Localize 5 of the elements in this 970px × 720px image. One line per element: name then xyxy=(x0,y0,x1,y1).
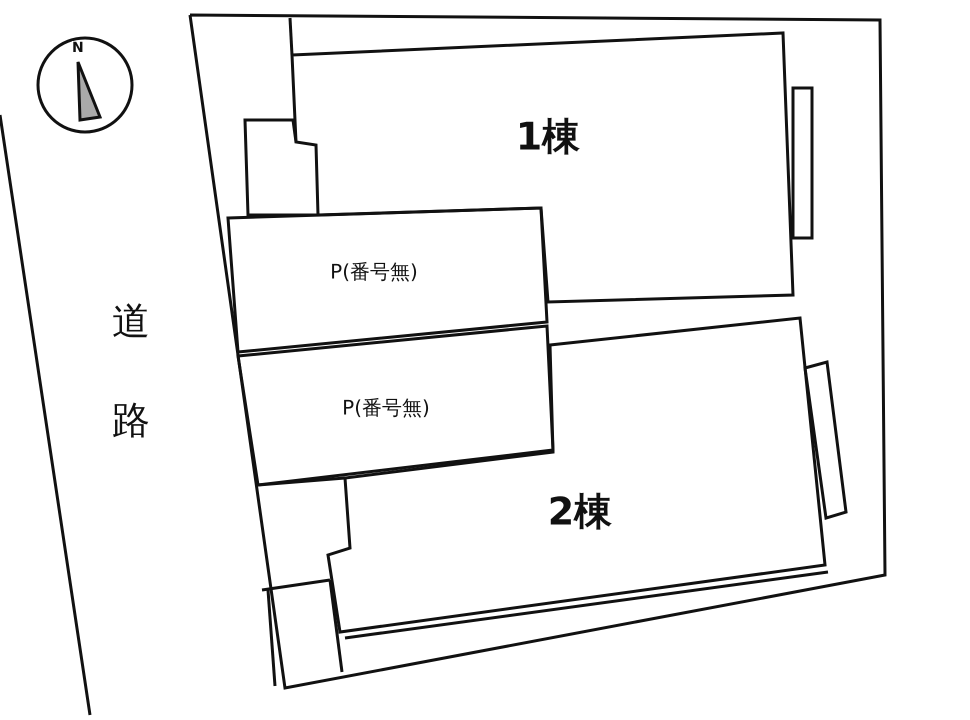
parking-label: P(番号無) xyxy=(342,394,430,422)
building-label: 2棟 xyxy=(548,488,612,536)
parking-label: P(番号無) xyxy=(330,258,418,286)
road-label: 道路 xyxy=(112,298,150,444)
building-label: 1棟 xyxy=(516,114,580,160)
